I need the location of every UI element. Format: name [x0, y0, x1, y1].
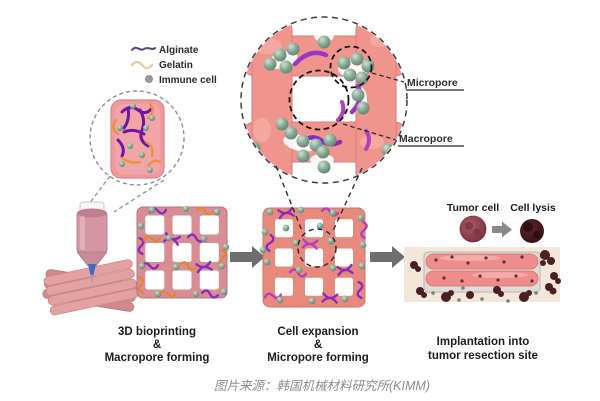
step-labels: 3D bioprinting & Macropore forming Cell … — [105, 326, 538, 364]
image-source-caption: 图片来源：韩国机械材料研究所(KIMM) — [214, 379, 430, 393]
lysed-tumor-clusters — [410, 250, 561, 302]
micropore-holes — [275, 219, 353, 296]
legend-label-alginate: Alginate — [159, 45, 199, 56]
tumor-lysis-inset: Tumor cell Cell lysis — [447, 202, 556, 243]
legend-label-gelatin: Gelatin — [159, 60, 193, 71]
step3-line1: Implantation into — [437, 336, 530, 348]
legend-label-immune-cell: Immune cell — [159, 75, 217, 86]
zoom-boundary-circle — [240, 16, 408, 184]
implantation-site — [404, 247, 561, 303]
micropore-leader — [371, 72, 405, 83]
cell-lysis-sphere — [520, 219, 544, 243]
tumor-texture — [473, 228, 481, 236]
magnifier-circle — [89, 90, 185, 186]
arrow-right-icon — [230, 246, 265, 268]
scaffold-macropore — [134, 205, 230, 300]
micropore-circle — [329, 45, 373, 89]
nozzle-icon — [88, 264, 96, 275]
implanted-strands — [425, 253, 539, 287]
immune-cells-s1 — [137, 205, 230, 298]
syringe-highlight — [80, 216, 85, 250]
scaffold-micropore — [259, 165, 369, 308]
immune-cells-zoom — [247, 35, 395, 174]
tumor-texture — [465, 222, 473, 230]
alginate-tangle — [116, 105, 154, 158]
tumor-cell-sphere — [459, 215, 487, 243]
zoom-scaffold — [242, 18, 406, 182]
macropore-label: Macropore — [399, 133, 453, 145]
immune-cell-dot-icon — [145, 75, 153, 83]
zoom-source-circle — [297, 228, 337, 268]
lysis-texture — [533, 231, 541, 239]
legend: Alginate Gelatin Immune cell — [130, 45, 217, 86]
magnifier-leader-lines — [85, 175, 165, 213]
syringe — [76, 201, 108, 282]
bioprinter — [42, 201, 139, 316]
step3-line2: tumor resection site — [428, 350, 538, 362]
step1-line2: & — [153, 339, 161, 351]
step1-line3: Macropore forming — [105, 352, 210, 364]
step2-line1: Cell expansion — [277, 326, 358, 338]
step2-line3: Micropore forming — [267, 352, 369, 364]
immune-cells-in-ink — [117, 103, 155, 173]
immune-cells-s2 — [259, 206, 367, 305]
step1-line1: 3D bioprinting — [118, 326, 196, 338]
syringe-cone — [76, 251, 108, 267]
immune-cells-site — [431, 286, 538, 303]
syringe-ink-level — [77, 208, 107, 218]
gelatin-line-icon — [130, 60, 154, 70]
macropore-leader — [342, 123, 397, 141]
zoom-projection-lines — [275, 165, 363, 234]
micropore-label: Micropore — [407, 77, 458, 89]
alginate-line-icon — [131, 46, 156, 51]
macropore-holes — [145, 215, 219, 290]
small-arrow-right-icon — [492, 221, 512, 238]
arrow-right-icon — [370, 246, 405, 268]
step2-line2: & — [314, 339, 322, 351]
strand-speckles — [434, 255, 534, 283]
cell-lysis-label: Cell lysis — [510, 202, 556, 214]
scaffold-zoom-view: Micropore Macropore — [240, 16, 464, 184]
lysis-texture — [523, 222, 533, 232]
bioink-magnifier — [85, 90, 185, 213]
macropore-circle — [288, 69, 350, 131]
tumor-cell-label: Tumor cell — [447, 202, 499, 214]
